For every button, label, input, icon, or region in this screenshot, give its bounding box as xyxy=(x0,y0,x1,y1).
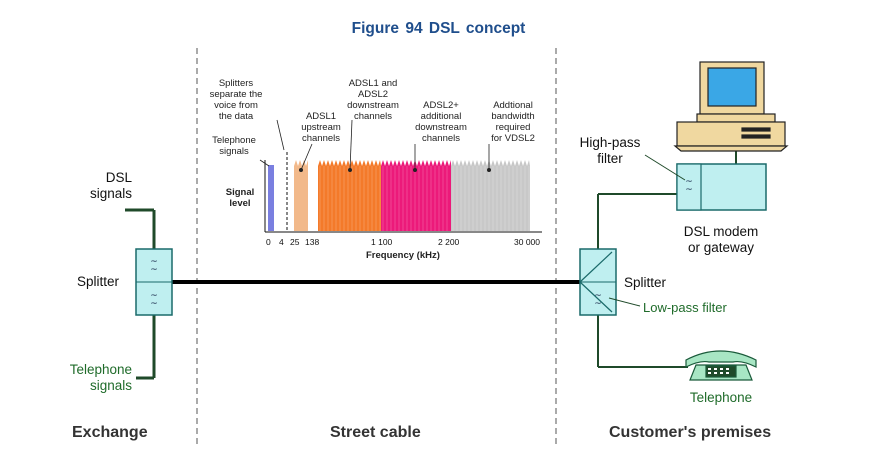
section-exchange: Exchange xyxy=(72,424,148,441)
band-telephone xyxy=(268,165,274,231)
tick-1100: 1 100 xyxy=(371,237,393,247)
svg-text:~: ~ xyxy=(594,291,602,301)
pointer-telephone xyxy=(259,159,270,167)
telephone-signals-exchange-label: Telephone signals xyxy=(69,362,132,393)
dsl-modem-label: DSL modem or gateway xyxy=(683,224,759,255)
svg-text:~: ~ xyxy=(150,265,158,275)
splitters-note-label: Splitters separate the voice from the da… xyxy=(209,78,263,122)
telephone-signals-label: Telephone signals xyxy=(212,135,256,157)
high-pass-filter-label: High-pass filter xyxy=(579,135,641,166)
exchange-splitter-label: Splitter xyxy=(77,274,120,289)
band-adsl-downstream xyxy=(318,160,381,231)
svg-text:~: ~ xyxy=(150,299,158,309)
section-customer-premises: Customer's premises xyxy=(609,424,772,441)
customer-splitter-label: Splitter xyxy=(624,275,667,290)
pointer-downstream xyxy=(349,119,353,171)
tick-30000: 30 000 xyxy=(514,237,540,247)
vdsl2-label: Addtional bandwidth required for VDSL2 xyxy=(491,100,535,144)
adsl2plus-label: ADSL2+ additional downstream channels xyxy=(415,100,467,144)
telephone-icon xyxy=(685,350,757,381)
svg-text:~: ~ xyxy=(685,177,693,187)
svg-text:~: ~ xyxy=(150,257,158,267)
svg-text:~: ~ xyxy=(594,299,602,309)
upstream-label: ADSL1 upstream channels xyxy=(301,111,341,144)
signal-level-label: Signal level xyxy=(225,187,255,209)
dsl-signals-label: DSL signals xyxy=(89,170,132,201)
telephone-label: Telephone xyxy=(689,390,753,405)
tick-2200: 2 200 xyxy=(438,237,460,247)
figure-title: Figure 94 DSL concept xyxy=(351,20,526,37)
band-adsl2plus xyxy=(381,160,451,231)
pointer-splitters xyxy=(276,119,285,151)
high-pass-pointer xyxy=(644,154,686,181)
low-pass-pointer xyxy=(608,297,641,307)
svg-text:~: ~ xyxy=(685,185,693,195)
customer-splitter: ~ ~ xyxy=(579,248,617,316)
computer-icon xyxy=(673,61,789,152)
band-vdsl2 xyxy=(451,160,530,231)
section-street-cable: Street cable xyxy=(330,424,421,441)
adsl-downstream-label: ADSL1 and ADSL2 downstream channels xyxy=(347,78,399,122)
frequency-axis-label: Frequency (kHz) xyxy=(366,250,440,261)
exchange-splitter: ~ ~ ~ ~ xyxy=(135,248,173,316)
svg-text:~: ~ xyxy=(150,291,158,301)
tick-4: 4 xyxy=(279,237,284,247)
low-pass-filter-label: Low-pass filter xyxy=(643,300,727,315)
pointer-upstream xyxy=(300,143,313,171)
dsl-modem: ~ ~ xyxy=(676,163,767,211)
tick-138: 138 xyxy=(305,237,320,247)
tick-0: 0 xyxy=(266,237,271,247)
tick-25: 25 xyxy=(290,237,300,247)
